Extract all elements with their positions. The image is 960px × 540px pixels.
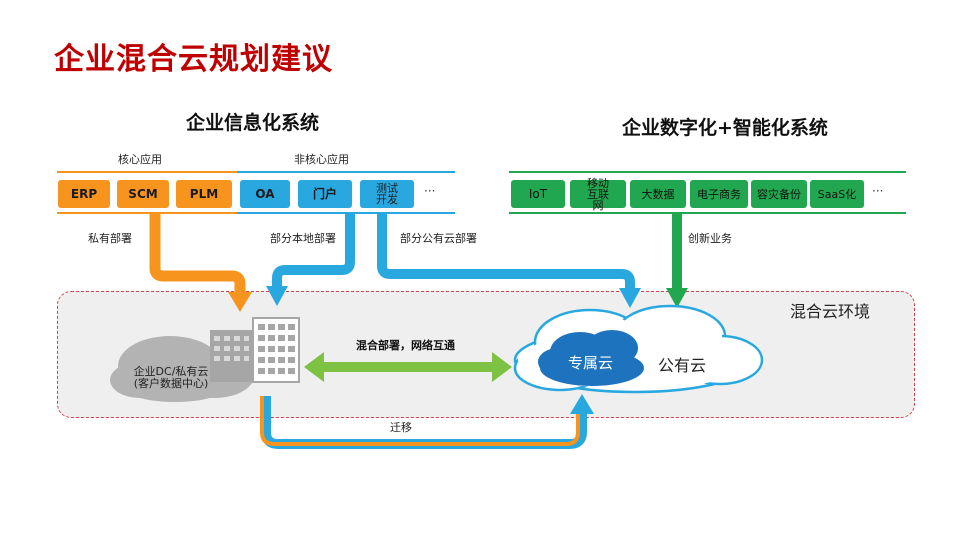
dedicated-cloud-icon: [538, 330, 644, 386]
hybrid-cloud-zone-label: 混合云环境: [790, 302, 871, 321]
enterprise-dc-label-line2: (客户数据中心): [133, 377, 209, 390]
erp-box: ERP: [58, 180, 110, 208]
partial-public-deploy-arrow: [377, 214, 641, 308]
partial-public-deploy-label: 部分公有云部署: [400, 232, 477, 245]
noncore-apps-bottom-line: [237, 212, 455, 214]
test-dev-box: 测试开发: [360, 180, 414, 208]
private-deploy-label: 私有部署: [88, 232, 132, 245]
migration-label: 迁移: [390, 421, 412, 434]
right-ellipsis: ···: [872, 184, 884, 198]
public-cloud-label: 公有云: [658, 356, 707, 375]
saas-box: SaaS化: [810, 180, 864, 208]
partial-local-deploy-label: 部分本地部署: [270, 232, 336, 245]
core-apps-label: 核心应用: [118, 153, 162, 166]
disaster-backup-box: 容灾备份: [751, 180, 807, 208]
datacenter-buildings-icon: [210, 317, 300, 383]
enterprise-dc-label-line1: 企业DC/私有云: [133, 365, 209, 378]
hybrid-link-double-arrow: [304, 352, 512, 382]
innovation-business-arrow: [666, 214, 688, 308]
enterprise-info-systems-heading: 企业信息化系统: [186, 112, 320, 134]
scm-box: SCM: [117, 180, 169, 208]
digital-apps-bottom-line: [509, 212, 906, 214]
core-apps-top-line: [57, 171, 237, 173]
left-ellipsis: ···: [424, 184, 436, 198]
digital-apps-top-line: [509, 171, 906, 173]
portal-box: 门户: [298, 180, 352, 208]
partial-local-deploy-arrow: [266, 214, 355, 306]
iot-box: IoT: [511, 180, 565, 208]
core-apps-bottom-line: [57, 212, 237, 214]
noncore-apps-label: 非核心应用: [294, 153, 349, 166]
enterprise-dc-label: 企业DC/私有云 (客户数据中心): [116, 366, 226, 390]
plm-box: PLM: [176, 180, 232, 208]
dedicated-cloud-label: 专属云: [568, 354, 614, 372]
hybrid-link-label: 混合部署，网络互通: [356, 339, 455, 352]
digital-intelligent-systems-heading: 企业数字化+智能化系统: [622, 117, 828, 139]
private-deploy-arrow: [149, 214, 252, 312]
mobile-internet-box: 移动互联网: [570, 178, 626, 211]
big-data-box: 大数据: [630, 180, 686, 208]
oa-box: OA: [240, 180, 290, 208]
innovation-business-label: 创新业务: [688, 232, 732, 245]
ecommerce-box: 电子商务: [690, 180, 748, 208]
migration-arrow: [260, 394, 594, 449]
noncore-apps-top-line: [237, 171, 455, 173]
page-title: 企业混合云规划建议: [54, 42, 333, 77]
